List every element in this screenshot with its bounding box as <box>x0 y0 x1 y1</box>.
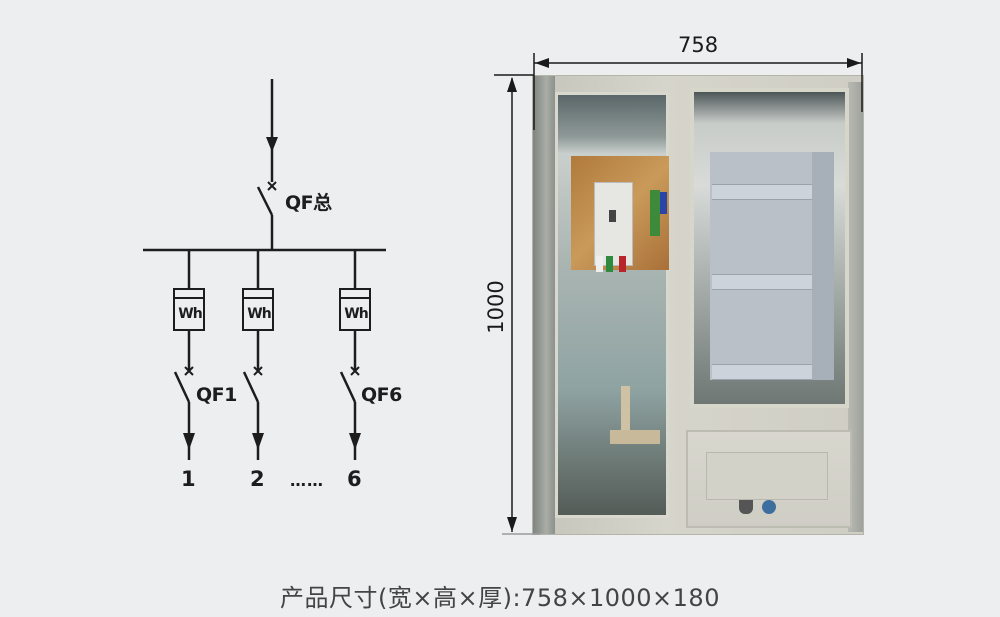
cable-white <box>596 256 603 272</box>
panel-window <box>706 452 828 500</box>
lock-icon <box>739 500 753 514</box>
cabinet-right-door <box>848 82 863 532</box>
height-dimension-label: 1000 <box>484 280 508 334</box>
main-breaker-device <box>594 182 633 266</box>
product-dimensions-caption: 产品尺寸(宽×高×厚):758×1000×180 <box>280 584 720 612</box>
output-label-6: 6 <box>347 467 362 491</box>
knob-icon <box>762 500 776 514</box>
single-line-diagram <box>143 79 386 460</box>
terminal-block <box>650 190 660 236</box>
bracket-vertical <box>621 386 630 434</box>
dimension-lines <box>494 53 863 535</box>
main-breaker-blade <box>256 186 274 216</box>
output-label-1: 1 <box>181 467 196 491</box>
meter-label-1: Wh <box>178 306 202 322</box>
rack-rail-1 <box>712 184 812 200</box>
output-label-2: 2 <box>250 467 265 491</box>
main-breaker-label: QF总 <box>285 192 332 214</box>
cable-red <box>619 256 626 272</box>
bracket-base <box>610 430 660 444</box>
breaker-label-qf6: QF6 <box>361 384 402 406</box>
cabinet-left-door <box>533 76 555 534</box>
rack-side-panel <box>812 152 834 380</box>
breaker-handle <box>609 210 616 222</box>
breaker-label-qf1: QF1 <box>196 384 237 406</box>
meter-label-2: Wh <box>247 306 271 322</box>
ellipsis: …… <box>290 471 324 490</box>
meter-label-6: Wh <box>344 306 368 322</box>
energy-meter-6 <box>339 288 371 331</box>
incoming-arrow-icon <box>266 137 278 152</box>
rack-rail-2 <box>712 274 812 290</box>
rack-rail-3 <box>712 364 812 380</box>
cable-green <box>606 256 613 272</box>
energy-meter-2 <box>242 288 274 331</box>
energy-meter-1 <box>173 288 205 331</box>
width-dimension-label: 758 <box>678 33 719 57</box>
outgoing-arrow-icon <box>183 433 195 450</box>
terminal-block-blue <box>660 192 667 214</box>
